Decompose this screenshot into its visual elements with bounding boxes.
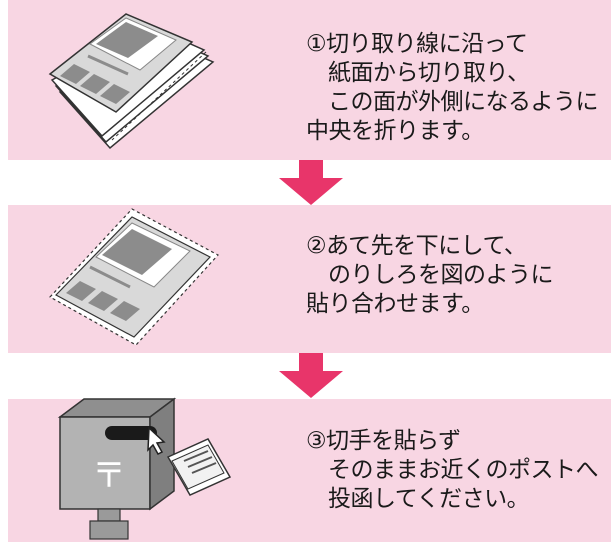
folded-paper-icon: [48, 13, 215, 150]
step-3-line-3: 投函してください。: [328, 486, 530, 512]
step-3-line-2: そのままお近くのポストへ: [328, 457, 599, 483]
step-2-line-3: 貼り合わせます。: [306, 291, 484, 317]
postbox-symbol: 〒: [92, 456, 126, 496]
down-arrow-icon: [279, 353, 343, 398]
step-3-text: ③切手を貼らず そのままお近くのポストへ 投函してください。: [306, 427, 599, 514]
step-1-line-2: 紙面から切り取り、: [328, 60, 530, 86]
step-2-line-1: ②あて先を下にして、: [306, 233, 527, 259]
step-2-text: ②あて先を下にして、 のりしろを図のように 貼り合わせます。: [306, 232, 554, 319]
postbox-icon: 〒: [57, 397, 232, 540]
step-1-line-1: ①切り取り線に沿って: [306, 31, 528, 57]
step-1-line-4: 中央を折ります。: [306, 118, 484, 144]
step-1-line-3: この面が外側になるように: [328, 89, 599, 115]
down-arrow-icon: [279, 160, 343, 205]
step-1-text: ①切り取り線に沿って 紙面から切り取り、 この面が外側になるように 中央を折りま…: [306, 30, 599, 146]
glued-paper-icon: [49, 208, 219, 346]
step-2-line-2: のりしろを図のように: [328, 262, 554, 288]
step-3-line-1: ③切手を貼らず: [306, 428, 461, 454]
